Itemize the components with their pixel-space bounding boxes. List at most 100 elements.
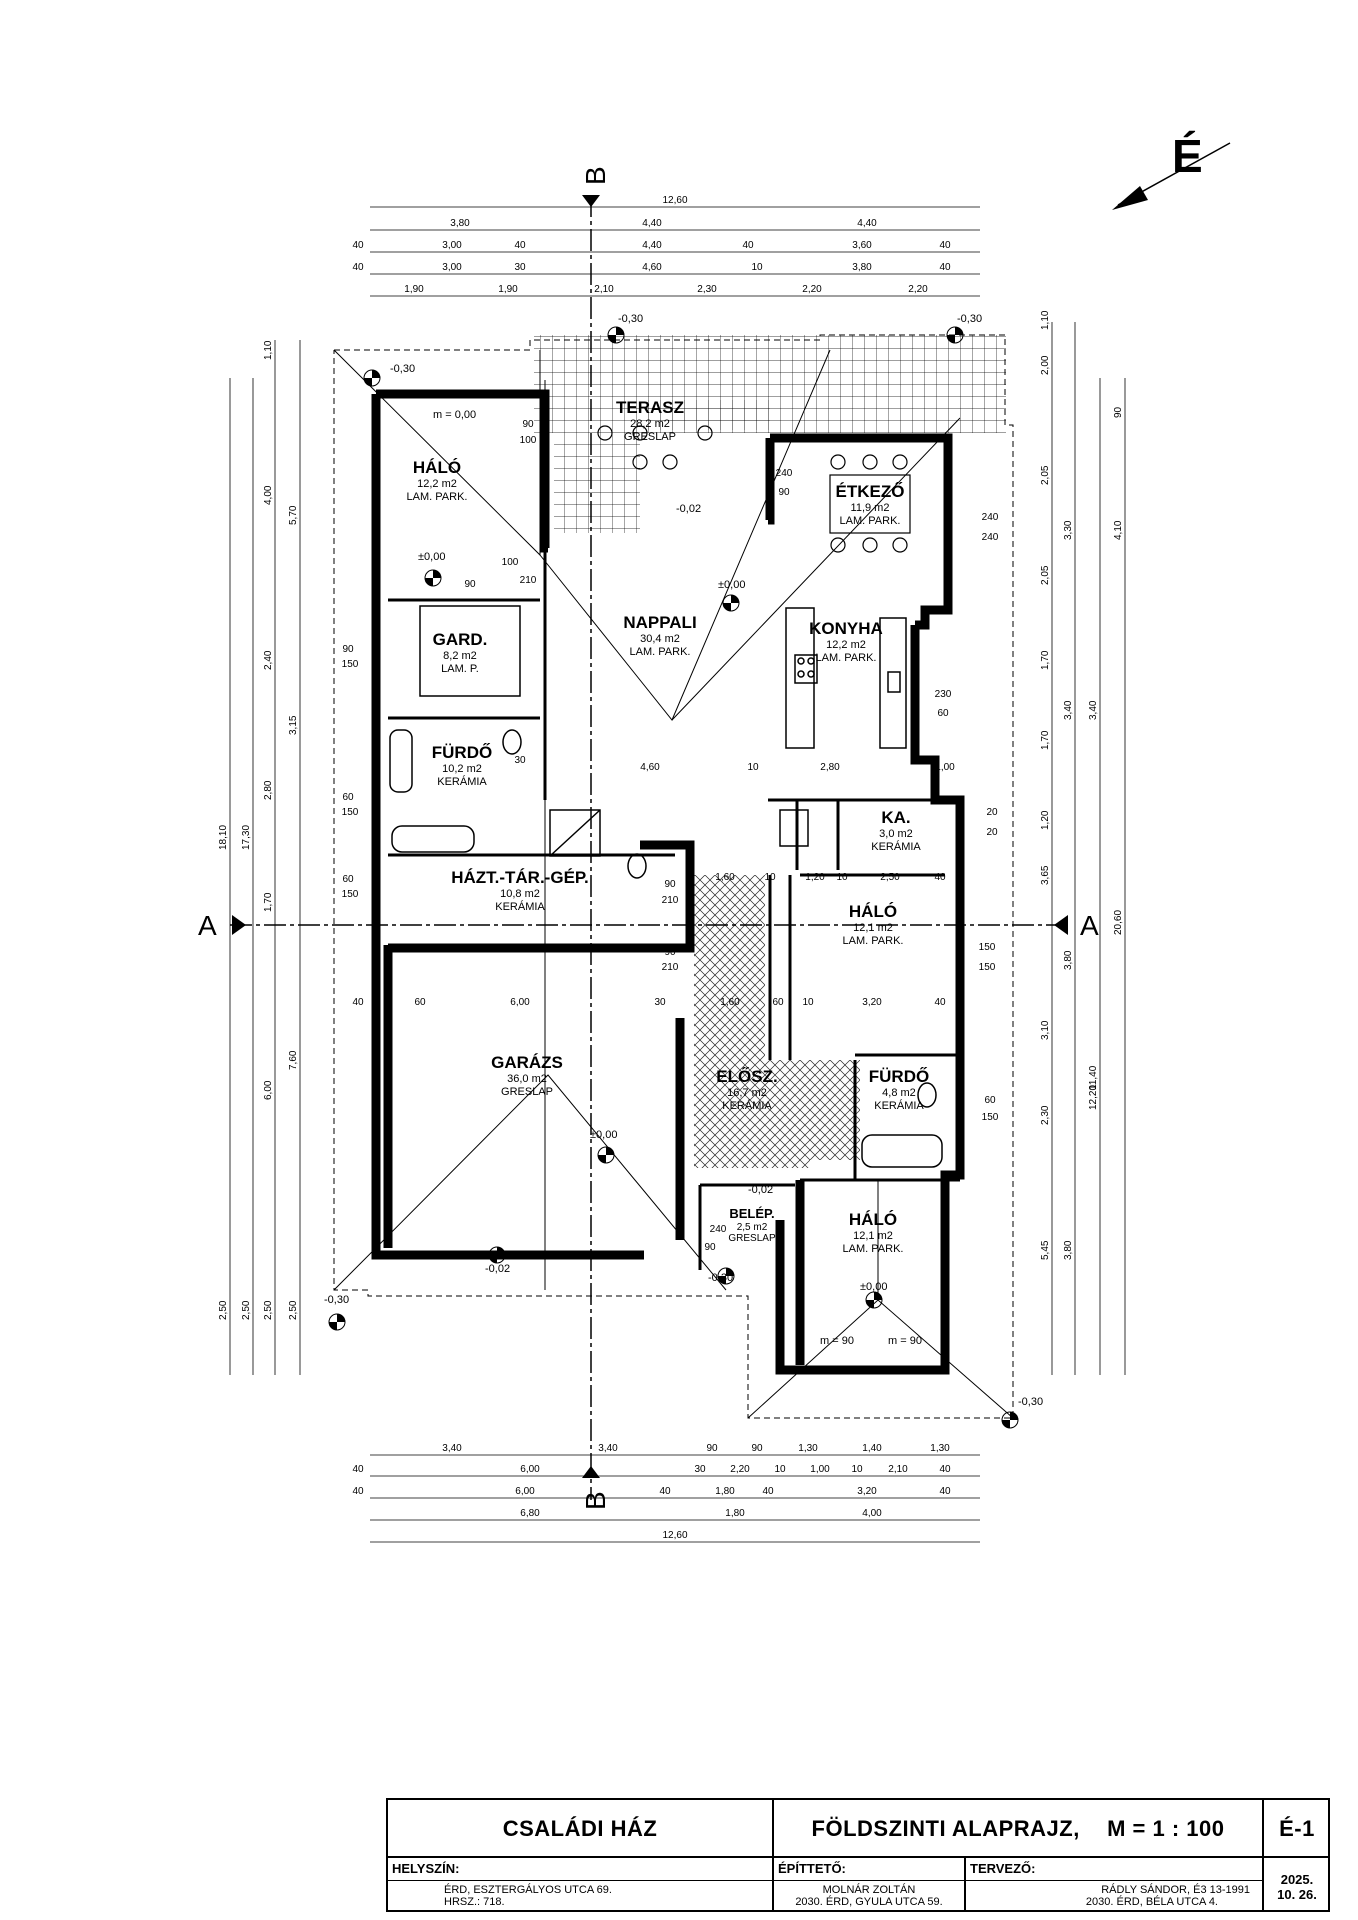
dimensions-bottom: 3,40 3,40 90 90 1,30 1,40 1,30 40 6,00 3…	[352, 1443, 951, 1541]
svg-text:KONYHA: KONYHA	[809, 619, 883, 638]
svg-text:±0,00: ±0,00	[860, 1281, 887, 1293]
svg-text:2,30: 2,30	[1040, 1105, 1051, 1125]
svg-text:90: 90	[342, 644, 354, 655]
svg-text:16,7 m2: 16,7 m2	[727, 1087, 767, 1099]
svg-text:10: 10	[747, 762, 759, 773]
svg-text:40: 40	[742, 240, 754, 251]
svg-text:90: 90	[664, 879, 676, 890]
room-belep: BELÉP. 2,5 m2 GRESLAP	[728, 1206, 776, 1244]
svg-text:1,60: 1,60	[715, 872, 735, 883]
svg-text:18,10: 18,10	[218, 825, 229, 850]
svg-text:6,00: 6,00	[263, 1080, 274, 1100]
svg-text:NAPPALI: NAPPALI	[623, 613, 696, 632]
svg-text:40: 40	[934, 997, 946, 1008]
date-cell: 2025. 10. 26.	[1264, 1858, 1330, 1912]
furniture	[597, 425, 911, 553]
builder-cell: ÉPÍTTETŐ: MOLNÁR ZOLTÁN 2030. ÉRD, GYULA…	[774, 1858, 966, 1912]
level-markers: -0,30 -0,30 -0,30 ±0,00 ±0,00 -0,02 ±0,0…	[324, 313, 1043, 1429]
svg-text:20: 20	[986, 807, 998, 818]
svg-text:40: 40	[352, 262, 364, 273]
roof-ridges	[333, 349, 1014, 1419]
north-label: É	[1172, 130, 1203, 182]
svg-text:m = 90: m = 90	[820, 1335, 854, 1347]
svg-text:150: 150	[342, 807, 359, 818]
svg-text:1,80: 1,80	[715, 1486, 735, 1497]
svg-text:40: 40	[659, 1486, 671, 1497]
room-furdo-1: FÜRDŐ 10,2 m2 KERÁMIA	[432, 743, 492, 788]
sheet-title: FÖLDSZINTI ALAPRAJZ, M = 1 : 100	[774, 1800, 1264, 1858]
room-elosz: ELŐSZ. 16,7 m2 KERÁMIA	[716, 1067, 777, 1112]
svg-text:3,00: 3,00	[442, 262, 462, 273]
svg-text:ELŐSZ.: ELŐSZ.	[716, 1067, 777, 1086]
svg-text:LAM. PARK.: LAM. PARK.	[407, 491, 468, 503]
svg-text:40: 40	[939, 262, 951, 273]
svg-text:6,00: 6,00	[510, 997, 530, 1008]
svg-text:FÜRDŐ: FÜRDŐ	[432, 743, 492, 762]
room-ka: KA. 3,0 m2 KERÁMIA	[871, 808, 921, 853]
svg-text:3,80: 3,80	[1063, 1240, 1074, 1260]
svg-text:12,2 m2: 12,2 m2	[417, 478, 457, 490]
svg-text:7,60: 7,60	[288, 1050, 299, 1070]
svg-text:90: 90	[706, 1443, 718, 1454]
svg-text:240: 240	[710, 1224, 727, 1235]
svg-text:6,00: 6,00	[520, 1464, 540, 1475]
builder-name: MOLNÁR ZOLTÁN	[822, 1884, 916, 1896]
svg-text:3,20: 3,20	[862, 997, 882, 1008]
svg-text:10: 10	[764, 872, 776, 883]
svg-text:2,20: 2,20	[802, 284, 822, 295]
svg-text:1,70: 1,70	[263, 892, 274, 912]
sanitary-fixtures	[389, 605, 943, 1168]
svg-text:2,80: 2,80	[263, 780, 274, 800]
svg-text:3,20: 3,20	[857, 1486, 877, 1497]
svg-text:3,40: 3,40	[442, 1443, 462, 1454]
svg-text:m = 90: m = 90	[888, 1335, 922, 1347]
svg-text:90: 90	[751, 1443, 763, 1454]
level-marker: ±0,00	[418, 551, 445, 587]
svg-text:3,40: 3,40	[598, 1443, 618, 1454]
title-block: CSALÁDI HÁZ FÖLDSZINTI ALAPRAJZ, M = 1 :…	[386, 1798, 1330, 1912]
room-gard: GARD. 8,2 m2 LAM. P.	[433, 630, 488, 675]
svg-text:60: 60	[414, 997, 426, 1008]
svg-text:150: 150	[342, 889, 359, 900]
svg-text:60: 60	[937, 708, 949, 719]
svg-text:10,8 m2: 10,8 m2	[500, 888, 540, 900]
svg-text:3,10: 3,10	[1040, 1020, 1051, 1040]
svg-text:-0,02: -0,02	[485, 1263, 510, 1275]
level-marker: -0,30	[324, 1294, 349, 1331]
svg-text:40: 40	[352, 1464, 364, 1475]
section-lines	[230, 195, 1070, 1500]
svg-text:LAM. P.: LAM. P.	[441, 663, 479, 675]
builder-label: ÉPÍTTETŐ:	[778, 1861, 846, 1876]
room-halo-2: HÁLÓ 12,1 m2 LAM. PARK.	[843, 902, 904, 947]
dimensions-top: 12,60 3,80 4,40 4,40 40 3,00 40 4,40 40 …	[352, 195, 951, 295]
svg-text:±0,00: ±0,00	[418, 551, 445, 563]
svg-text:2,05: 2,05	[1040, 465, 1051, 485]
svg-text:-0,30: -0,30	[1018, 1396, 1043, 1408]
svg-text:m = 0,00: m = 0,00	[433, 409, 476, 421]
svg-text:40: 40	[939, 1486, 951, 1497]
sheet-scale: M = 1 : 100	[1107, 1816, 1225, 1841]
svg-text:90: 90	[778, 487, 790, 498]
svg-text:3,80: 3,80	[450, 218, 470, 229]
svg-text:2,50: 2,50	[218, 1300, 229, 1320]
svg-text:240: 240	[982, 532, 999, 543]
svg-text:40: 40	[352, 240, 364, 251]
svg-text:36,0 m2: 36,0 m2	[507, 1073, 547, 1085]
svg-text:2,80: 2,80	[820, 762, 840, 773]
svg-text:1,70: 1,70	[1040, 730, 1051, 750]
svg-text:4,60: 4,60	[642, 262, 662, 273]
svg-text:30: 30	[514, 262, 526, 273]
dimension-lines	[229, 206, 1126, 1543]
svg-text:4,10: 4,10	[1113, 520, 1124, 540]
svg-text:LAM. PARK.: LAM. PARK.	[843, 935, 904, 947]
svg-text:1,20: 1,20	[805, 872, 825, 883]
svg-text:40: 40	[939, 240, 951, 251]
svg-text:2,50: 2,50	[241, 1300, 252, 1320]
designer-label: TERVEZŐ:	[970, 1861, 1036, 1876]
svg-text:210: 210	[662, 895, 679, 906]
svg-text:1,90: 1,90	[404, 284, 424, 295]
north-arrow: É	[1112, 130, 1231, 210]
svg-text:1,40: 1,40	[862, 1443, 882, 1454]
svg-text:GRESLAP: GRESLAP	[728, 1233, 776, 1244]
designer-name: RÁDLY SÁNDOR, É3 13-1991	[1101, 1884, 1250, 1896]
